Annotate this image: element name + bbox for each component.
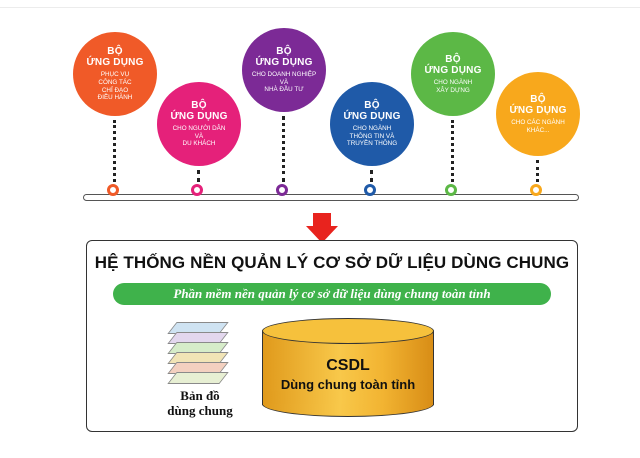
app-bubble-construction: BỘ ỨNG DỤNG CHO NGÀNH XÂY DỰNG bbox=[411, 32, 495, 116]
app-bubble-other: BỘ ỨNG DỤNG CHO CÁC NGÀNH KHÁC... bbox=[496, 72, 580, 156]
dotted-connector bbox=[197, 170, 200, 182]
app-bubble-subtitle: PHỤC VỤ CÔNG TÁC CHỈ ĐẠO ĐIỀU HÀNH bbox=[97, 71, 133, 102]
app-bubble-title: BỘ ỨNG DỤNG bbox=[170, 100, 228, 123]
dotted-connector bbox=[282, 116, 285, 182]
app-bubble-citizens: BỘ ỨNG DỤNG CHO NGƯỜI DÂN VÀ DU KHÁCH bbox=[157, 82, 241, 166]
app-bubble-title: BỘ ỨNG DỤNG bbox=[424, 53, 482, 76]
timeline-node bbox=[445, 184, 457, 196]
app-bubble-subtitle: CHO NGÀNH THÔNG TIN VÀ TRUYỀN THÔNG bbox=[346, 125, 398, 148]
timeline-bar bbox=[83, 194, 579, 201]
shared-map-label-line1: Bản đồ bbox=[180, 388, 220, 403]
app-bubble-title: BỘ ỨNG DỤNG bbox=[86, 46, 144, 69]
app-bubble-ict: BỘ ỨNG DỤNG CHO NGÀNH THÔNG TIN VÀ TRUYỀ… bbox=[330, 82, 414, 166]
timeline-node bbox=[191, 184, 203, 196]
app-bubble-title: BỘ ỨNG DỤNG bbox=[343, 100, 401, 123]
timeline-node bbox=[530, 184, 542, 196]
shared-map-label: Bản đồ dùng chung bbox=[148, 388, 252, 418]
app-bubble-title: BỘ ỨNG DỤNG bbox=[255, 46, 313, 69]
timeline-node bbox=[276, 184, 288, 196]
top-divider bbox=[0, 7, 640, 8]
database-title: CSDL bbox=[326, 357, 370, 374]
map-layers-icon bbox=[162, 318, 242, 388]
software-banner: Phần mềm nền quản lý cơ sở dữ liệu dùng … bbox=[113, 283, 551, 305]
app-bubble-title: BỘ ỨNG DỤNG bbox=[509, 93, 567, 116]
system-title: HỆ THỐNG NỀN QUẢN LÝ CƠ SỞ DỮ LIỆU DÙNG … bbox=[94, 253, 570, 272]
app-bubble-subtitle: CHO NGÀNH XÂY DỰNG bbox=[433, 78, 473, 94]
timeline-node bbox=[364, 184, 376, 196]
app-bubble-subtitle: CHO CÁC NGÀNH KHÁC... bbox=[511, 118, 565, 134]
timeline-node bbox=[107, 184, 119, 196]
dotted-connector bbox=[113, 120, 116, 182]
database-subtitle: Dùng chung toàn tỉnh bbox=[280, 377, 416, 392]
cylinder-bottom-cover bbox=[263, 391, 433, 404]
app-bubble-subtitle: CHO DOANH NGHIỆP VÀ NHÀ ĐẦU TƯ bbox=[251, 71, 317, 94]
database-cylinder: CSDL Dùng chung toàn tỉnh bbox=[262, 318, 434, 418]
app-bubble-direction: BỘ ỨNG DỤNG PHỤC VỤ CÔNG TÁC CHỈ ĐẠO ĐIỀ… bbox=[73, 32, 157, 116]
dotted-connector bbox=[451, 120, 454, 182]
down-arrow-head-icon bbox=[306, 226, 338, 243]
dotted-connector bbox=[370, 170, 373, 182]
shared-map-label-line2: dùng chung bbox=[167, 403, 233, 418]
down-arrow-icon bbox=[313, 213, 331, 227]
app-bubble-subtitle: CHO NGƯỜI DÂN VÀ DU KHÁCH bbox=[172, 125, 226, 148]
app-bubble-business: BỘ ỨNG DỤNG CHO DOANH NGHIỆP VÀ NHÀ ĐẦU … bbox=[242, 28, 326, 112]
dotted-connector bbox=[536, 160, 539, 182]
cylinder-top bbox=[262, 318, 434, 344]
